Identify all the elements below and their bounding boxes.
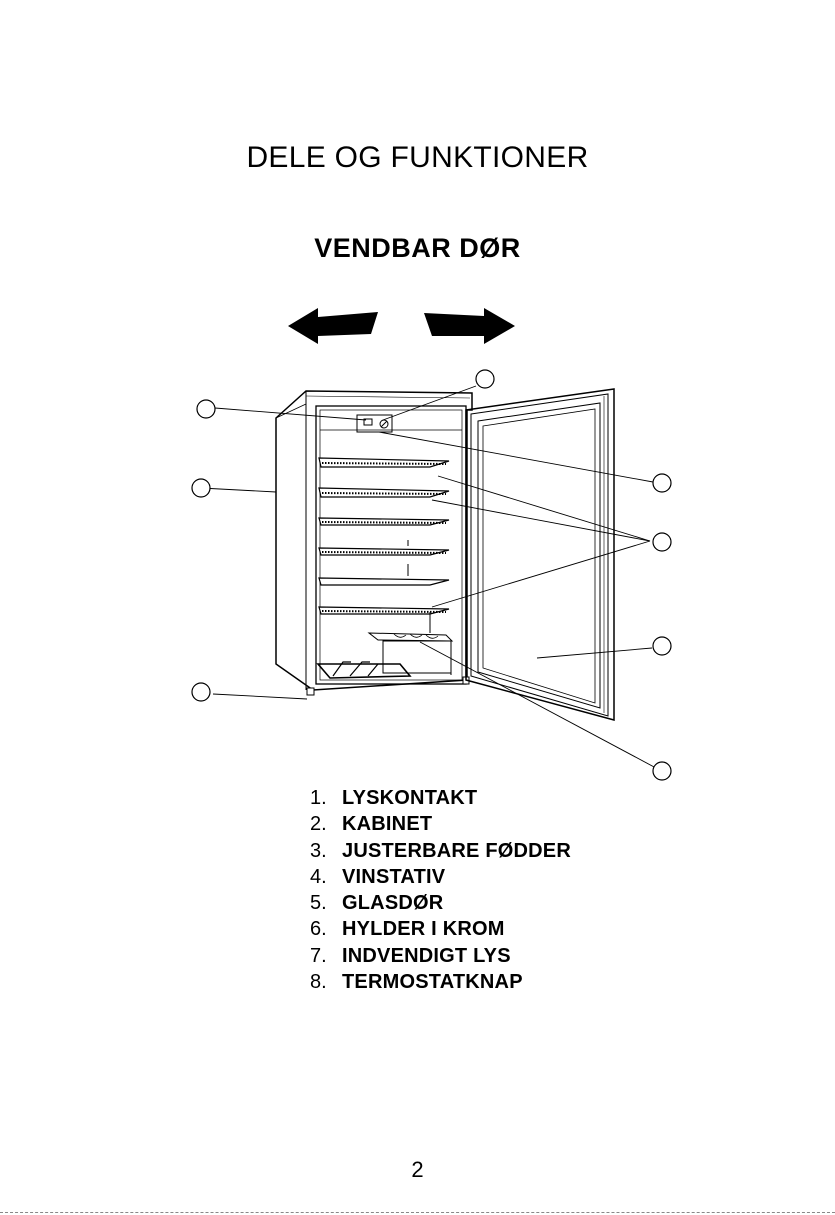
list-item: 1.LYSKONTAKT xyxy=(310,785,571,811)
callout-circle xyxy=(653,637,671,655)
item-label: INDVENDIGT LYS xyxy=(342,945,511,967)
reversible-door-heading: VENDBAR DØR xyxy=(0,233,835,264)
chrome-shelves xyxy=(319,458,449,614)
bottom-tray xyxy=(318,662,410,678)
callout-circle xyxy=(192,683,210,701)
cabinet-outline xyxy=(276,391,472,690)
glass-door xyxy=(466,389,614,720)
left-arrow-icon xyxy=(288,308,378,344)
right-arrow-icon xyxy=(424,308,515,344)
list-item: 8.TERMOSTATKNAP xyxy=(310,969,571,995)
item-label: TERMOSTATKNAP xyxy=(342,971,523,993)
item-number: 2. xyxy=(310,811,342,837)
item-number: 7. xyxy=(310,943,342,969)
item-label: HYLDER I KROM xyxy=(342,918,505,940)
list-item: 3.JUSTERBARE FØDDER xyxy=(310,838,571,864)
item-label: LYSKONTAKT xyxy=(342,787,477,809)
item-label: JUSTERBARE FØDDER xyxy=(342,840,571,862)
item-label: GLASDØR xyxy=(342,892,443,914)
list-item: 5.GLASDØR xyxy=(310,890,571,916)
callout-circle xyxy=(197,400,215,418)
item-number: 8. xyxy=(310,969,342,995)
item-label: VINSTATIV xyxy=(342,866,445,888)
wine-rack xyxy=(369,612,452,675)
callout-circle xyxy=(192,479,210,497)
callout-circle xyxy=(653,474,671,492)
item-number: 3. xyxy=(310,838,342,864)
list-item: 4.VINSTATIV xyxy=(310,864,571,890)
page-number: 2 xyxy=(0,1157,835,1183)
item-number: 5. xyxy=(310,890,342,916)
list-item: 6.HYLDER I KROM xyxy=(310,916,571,942)
item-number: 4. xyxy=(310,864,342,890)
callout-circle xyxy=(653,533,671,551)
callout-circle xyxy=(476,370,494,388)
callout-circles xyxy=(192,370,671,780)
list-item: 7.INDVENDIGT LYS xyxy=(310,943,571,969)
item-label: KABINET xyxy=(342,813,432,835)
wine-cooler-diagram xyxy=(0,295,835,795)
item-number: 6. xyxy=(310,916,342,942)
list-item: 2.KABINET xyxy=(310,811,571,837)
item-number: 1. xyxy=(310,785,342,811)
bottom-divider xyxy=(0,1212,835,1213)
parts-list: 1.LYSKONTAKT 2.KABINET 3.JUSTERBARE FØDD… xyxy=(310,785,571,995)
callout-leader-lines xyxy=(201,386,656,768)
callout-circle xyxy=(653,762,671,780)
page-title: DELE OG FUNKTIONER xyxy=(0,141,835,175)
